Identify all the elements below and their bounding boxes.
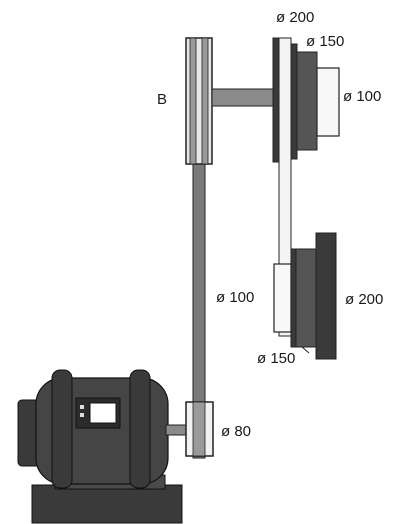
lower-stepped-pulley xyxy=(273,232,337,360)
leader-lower-150 xyxy=(301,346,310,354)
label-lower-150: ø 150 xyxy=(257,350,296,367)
countershaft xyxy=(211,88,275,107)
motor-pulley xyxy=(185,401,214,457)
label-upper-200: ø 200 xyxy=(276,9,315,26)
upper-stepped-pulley xyxy=(272,37,340,163)
electric-motor xyxy=(17,369,189,524)
label-shaft-b: B xyxy=(157,91,168,108)
label-upper-150: ø 150 xyxy=(306,33,345,50)
label-upper-100: ø 100 xyxy=(343,88,382,105)
label-lower-200: ø 200 xyxy=(345,291,384,308)
pulley-b xyxy=(185,37,213,165)
label-lower-100: ø 100 xyxy=(216,289,255,306)
label-motor-80: ø 80 xyxy=(221,423,252,440)
cone-belt xyxy=(278,37,292,337)
